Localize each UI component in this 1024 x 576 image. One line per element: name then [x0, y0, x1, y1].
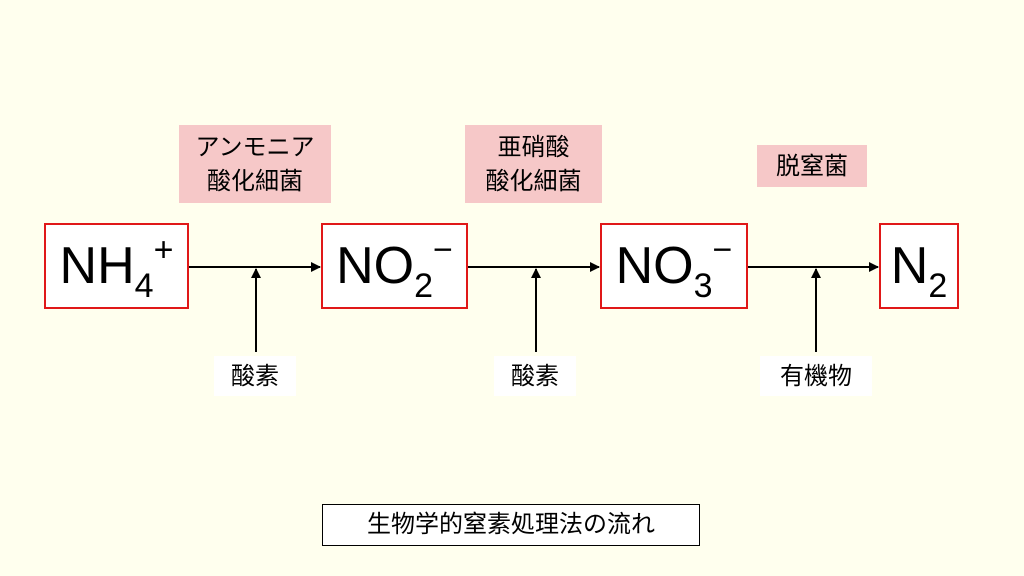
formula-n2: N2: [890, 237, 948, 305]
species-box-n2: N2: [879, 223, 959, 309]
enzyme-label-ammonia-oxidizing: アンモニア 酸化細菌: [179, 125, 331, 203]
enzyme-label-line: 脱窒菌: [776, 152, 848, 180]
formula-nh4: NH4+: [59, 231, 174, 305]
species-box-no3: NO3−: [600, 223, 748, 309]
enzyme-label-line: アンモニア: [195, 133, 315, 161]
reagent-label-oxygen-1: 酸素: [214, 356, 296, 396]
enzyme-label-nitrite-oxidizing: 亜硝酸 酸化細菌: [465, 125, 602, 203]
enzyme-label-line: 酸化細菌: [207, 167, 303, 195]
reagent-label-oxygen-2: 酸素: [494, 356, 576, 396]
formula-no3: NO3−: [615, 231, 733, 305]
enzyme-label-denitrifying: 脱窒菌: [757, 145, 867, 187]
species-box-nh4: NH4+: [44, 223, 189, 309]
reagent-label-organic-matter: 有機物: [760, 356, 872, 396]
diagram-caption: 生物学的窒素処理法の流れ: [322, 504, 700, 546]
enzyme-label-line: 亜硝酸: [497, 133, 570, 161]
species-box-no2: NO2−: [321, 223, 468, 309]
enzyme-label-line: 酸化細菌: [485, 167, 582, 195]
formula-no2: NO2−: [336, 231, 453, 305]
